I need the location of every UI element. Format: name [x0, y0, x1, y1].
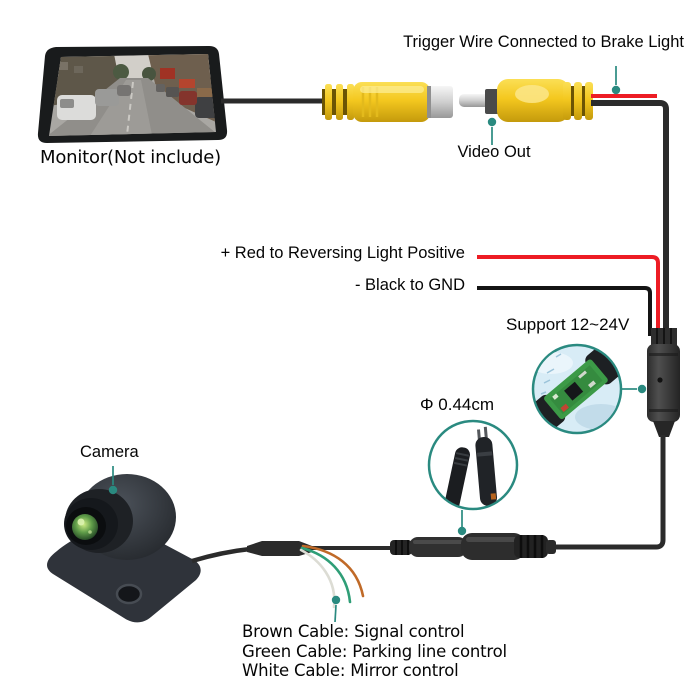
camera-cable: [191, 546, 251, 564]
monitor-screen: [49, 54, 216, 136]
power-module: [647, 328, 680, 437]
camera: [47, 474, 201, 623]
monitor-label: Monitor(Not include): [40, 147, 221, 168]
support-voltage-label: Support 12~24V: [506, 315, 630, 334]
red-wire-label: + Red to Reversing Light Positive: [220, 244, 465, 262]
brown-wire: [301, 544, 365, 598]
lens-highlight: [77, 518, 85, 526]
camera-lens: [72, 514, 98, 540]
breakout-wires: [299, 544, 365, 609]
camera-label: Camera: [80, 443, 139, 461]
monitor: [37, 46, 228, 143]
white-wire: [299, 548, 336, 609]
cable-splitter: [247, 541, 394, 556]
video-out-pointer-dot: [487, 117, 497, 127]
pcb-inset: [531, 343, 647, 435]
label-pointers: [108, 66, 621, 623]
rca-female-connector: [322, 82, 453, 122]
rca-male-connector: [459, 79, 593, 122]
trigger-wire-label: Trigger Wire Connected to Brake Light: [403, 33, 684, 51]
wires-pointer-dot: [331, 595, 341, 605]
diameter-label: Φ 0.44cm: [420, 395, 495, 414]
lens-glint: [88, 530, 92, 534]
white-wire-legend: White Cable: Mirror control: [242, 661, 459, 680]
connector-inset: [427, 419, 519, 536]
diameter-pointer-dot: [457, 526, 467, 536]
video-out-label: Video Out: [457, 143, 531, 161]
video-out-cable: [591, 100, 669, 334]
cable-junction: [390, 533, 556, 560]
camera-pointer-dot: [108, 485, 118, 495]
wire-legend: Brown Cable: Signal control Green Cable:…: [242, 622, 507, 681]
gnd-wire-label: - Black to GND: [354, 276, 465, 294]
pcb-pointer-dot: [637, 384, 647, 394]
green-wire-legend: Green Cable: Parking line control: [242, 641, 507, 661]
wires-pointer-line: [334, 604, 337, 623]
trigger-pointer-dot: [611, 85, 621, 95]
gnd-black-wire: [477, 286, 652, 336]
camera-screw-hole: [115, 583, 143, 605]
green-wire: [300, 546, 352, 604]
reversing-red-wire: [477, 255, 660, 336]
extension-cable: [553, 435, 666, 550]
brown-wire-legend: Brown Cable: Signal control: [242, 622, 465, 641]
